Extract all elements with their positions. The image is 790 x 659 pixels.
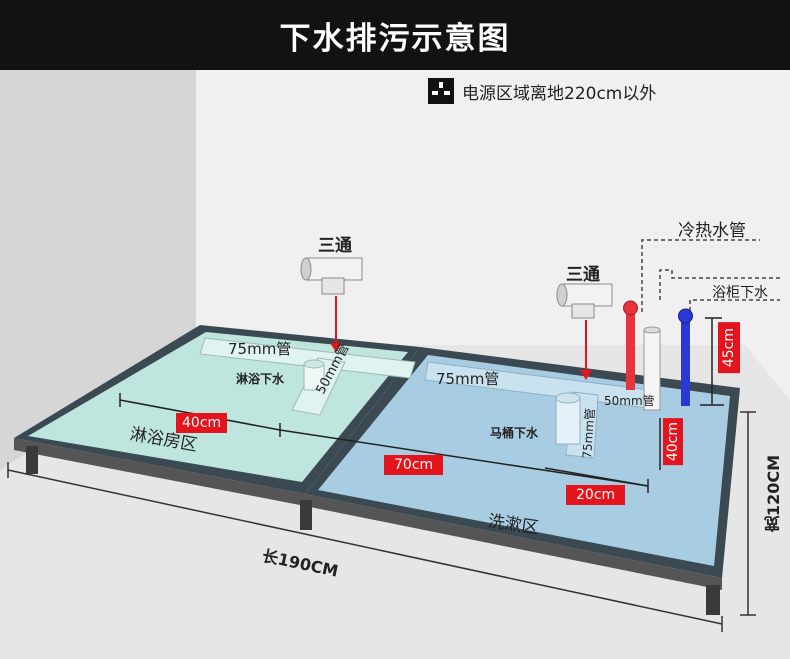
label-width: 宽120CM (764, 455, 783, 533)
tee-fitting-right (556, 283, 613, 319)
cabinet-drain-pipe (643, 326, 661, 411)
toilet-drain-pipe (555, 392, 581, 445)
wash-zone-surface (318, 355, 730, 566)
label-tee-left: 三通 (318, 236, 352, 256)
dim-tag-40-left: 40cm (176, 413, 228, 433)
header-bar: 下水排污示意图 (0, 0, 790, 70)
label-cabinet-drain: 浴柜下水 (712, 285, 768, 301)
legend-text: 电源区域离地220cm以外 (462, 83, 657, 104)
pipe-75mm-left (199, 337, 416, 379)
legend: 电源区域离地220cm以外 (428, 78, 656, 104)
platform-leg (26, 446, 38, 474)
power-socket-icon (428, 78, 454, 104)
dim-tag-40-right: 40cm (663, 418, 683, 466)
label-toilet-drain: 马桶下水 (490, 426, 539, 440)
label-hot-cold-pipe: 冷热水管 (678, 221, 746, 241)
label-shower-drain: 淋浴下水 (236, 372, 285, 386)
label-pipe50-right: 50mm管 (604, 394, 655, 408)
shower-drain-pipe (303, 359, 325, 391)
platform-edge (14, 438, 722, 590)
dim-line-70 (279, 429, 649, 487)
dim-line-length (7, 469, 723, 625)
leader-cabinet (659, 269, 780, 300)
floor-plan-scene (0, 70, 790, 659)
dim-tag-70: 70cm (384, 455, 444, 475)
cold-water-pipe (678, 308, 693, 406)
hot-water-pipe (623, 300, 638, 390)
label-pipe75-left: 75mm管 (228, 340, 292, 358)
platform-leg (300, 500, 312, 530)
label-pipe75-right: 75mm管 (436, 370, 500, 388)
label-tee-right: 三通 (566, 265, 600, 285)
platform-leg (706, 585, 720, 615)
page-title: 下水排污示意图 (279, 20, 511, 57)
arrow-tee-right (580, 320, 592, 380)
label-pipe75-vertical: 75mm管 (579, 407, 598, 460)
arrow-tee-left (330, 296, 342, 352)
dim-line-20 (544, 467, 649, 487)
leader-hot-cold (641, 239, 760, 312)
dim-tag-45: 45cm (718, 322, 740, 374)
dim-tag-20: 20cm (566, 485, 626, 505)
tee-fitting-left (300, 257, 363, 295)
